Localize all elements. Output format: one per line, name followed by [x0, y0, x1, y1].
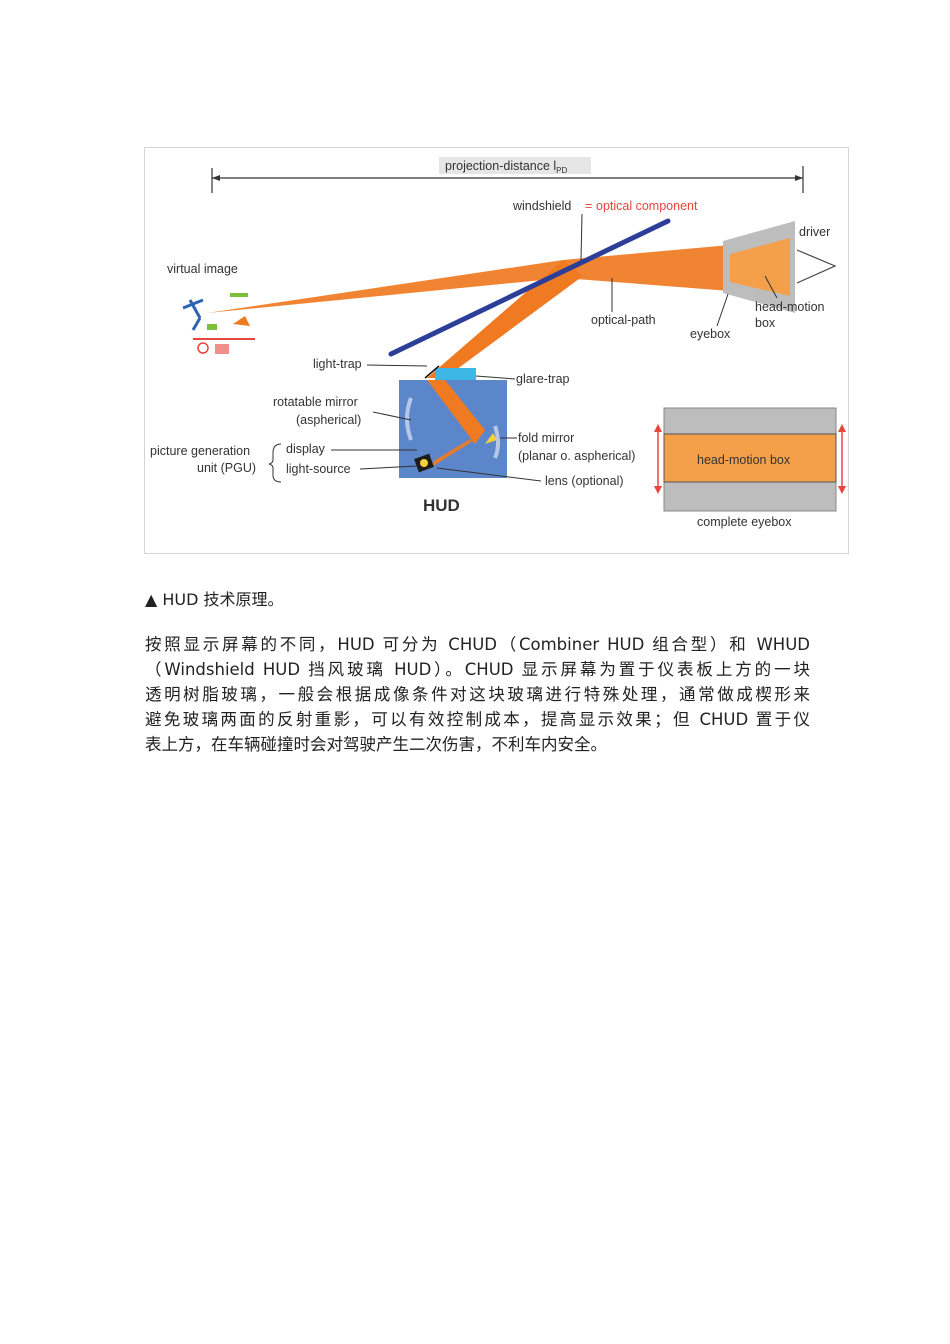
pgu-label-line1: picture generation: [150, 444, 250, 458]
driver-label: driver: [799, 225, 830, 239]
rotatable-mirror-pointer: [372, 411, 412, 421]
left-arrow-up-icon: [654, 424, 662, 432]
hud-principle-figure: projection-distance lPD windshield = opt…: [144, 147, 849, 554]
optical-beam-from-hud: [427, 260, 583, 378]
windshield-pointer: [580, 213, 583, 261]
glare-trap-pointer: [475, 375, 516, 380]
windshield: [388, 218, 671, 357]
head-motion-box-inset: [663, 433, 837, 483]
head-motion-pointer: [764, 275, 778, 299]
fold-mirror-label-line1: fold mirror: [518, 431, 574, 445]
virtual-image-label: virtual image: [167, 262, 238, 276]
light-trap-pointer: [366, 364, 428, 367]
paragraph-line: 透明树脂玻璃，一般会根据成像条件对这块玻璃进行特殊处理，通常做成楔形来: [145, 685, 810, 704]
hud-beam-upper: [427, 380, 485, 444]
eyebox-pointer: [716, 293, 729, 327]
rotatable-mirror-shape: [405, 397, 413, 441]
head-motion-box-shape: [730, 238, 790, 296]
head-motion-box-inset-label: head-motion box: [697, 453, 791, 467]
right-arrow-up-icon: [838, 424, 846, 432]
optical-component-label: optical component: [596, 199, 698, 213]
fold-mirror-highlight: [485, 433, 497, 444]
glare-trap-shape: [435, 368, 476, 380]
light-source-pointer: [359, 465, 418, 470]
light-source-glow: [420, 459, 428, 467]
paragraph-line: 表上方，在车辆碰撞时会对驾驶产生二次伤害，不利车内安全。: [145, 735, 607, 754]
left-arrow-down-icon: [654, 486, 662, 494]
rotatable-mirror-label-line2: (aspherical): [296, 413, 361, 427]
equals-sign: =: [585, 199, 592, 213]
paragraph-line: 避免玻璃两面的反射重影，可以有效控制成本，提高显示效果；但 CHUD 置于仪: [145, 710, 810, 729]
fold-mirror-shape: [493, 425, 500, 459]
light-trap-label: light-trap: [313, 357, 362, 371]
hud-diagram: projection-distance lPD windshield = opt…: [150, 157, 846, 529]
head-motion-label-line2: box: [755, 316, 776, 330]
light-trap-arrow: [424, 365, 440, 379]
projection-distance-label: projection-distance lPD: [445, 159, 568, 175]
virtual-image-graphic: [182, 293, 255, 354]
glare-trap-label: glare-trap: [516, 372, 570, 386]
light-source-label: light-source: [286, 462, 351, 476]
windshield-label: windshield: [512, 199, 571, 213]
paragraph-line: 按照显示屏幕的不同，HUD 可分为 CHUD（Combiner HUD 组合型）…: [145, 635, 810, 654]
eyebox-label: eyebox: [690, 327, 731, 341]
lens-label: lens (optional): [545, 474, 624, 488]
display-label: display: [286, 442, 326, 456]
arrowhead-right-icon: [795, 175, 803, 181]
head-motion-label-line1: head-motion: [755, 300, 825, 314]
driver-eye-icon: [796, 249, 837, 284]
body-paragraph: 按照显示屏幕的不同，HUD 可分为 CHUD（Combiner HUD 组合型）…: [145, 632, 810, 757]
complete-eyebox-label: complete eyebox: [697, 515, 792, 529]
optical-beam-to-driver: [207, 245, 730, 313]
optical-path-label: optical-path: [591, 313, 656, 327]
projection-distance-label-bg: [439, 157, 591, 174]
pgu-label-line2: unit (PGU): [197, 461, 256, 475]
figure-caption: ▲ HUD 技术原理。: [145, 590, 284, 609]
arrowhead-left-icon: [212, 175, 220, 181]
hud-beam-lower: [427, 430, 485, 470]
paragraph-line: （Windshield HUD 挡风玻璃 HUD）。CHUD 显示屏幕为置于仪表…: [145, 660, 810, 679]
hud-label: HUD: [423, 496, 460, 515]
lens-pointer: [436, 467, 542, 482]
fold-mirror-label-line2: (planar o. aspherical): [518, 449, 635, 463]
rotatable-mirror-label-line1: rotatable mirror: [273, 395, 358, 409]
pgu-brace: [268, 443, 282, 483]
right-arrow-down-icon: [838, 486, 846, 494]
